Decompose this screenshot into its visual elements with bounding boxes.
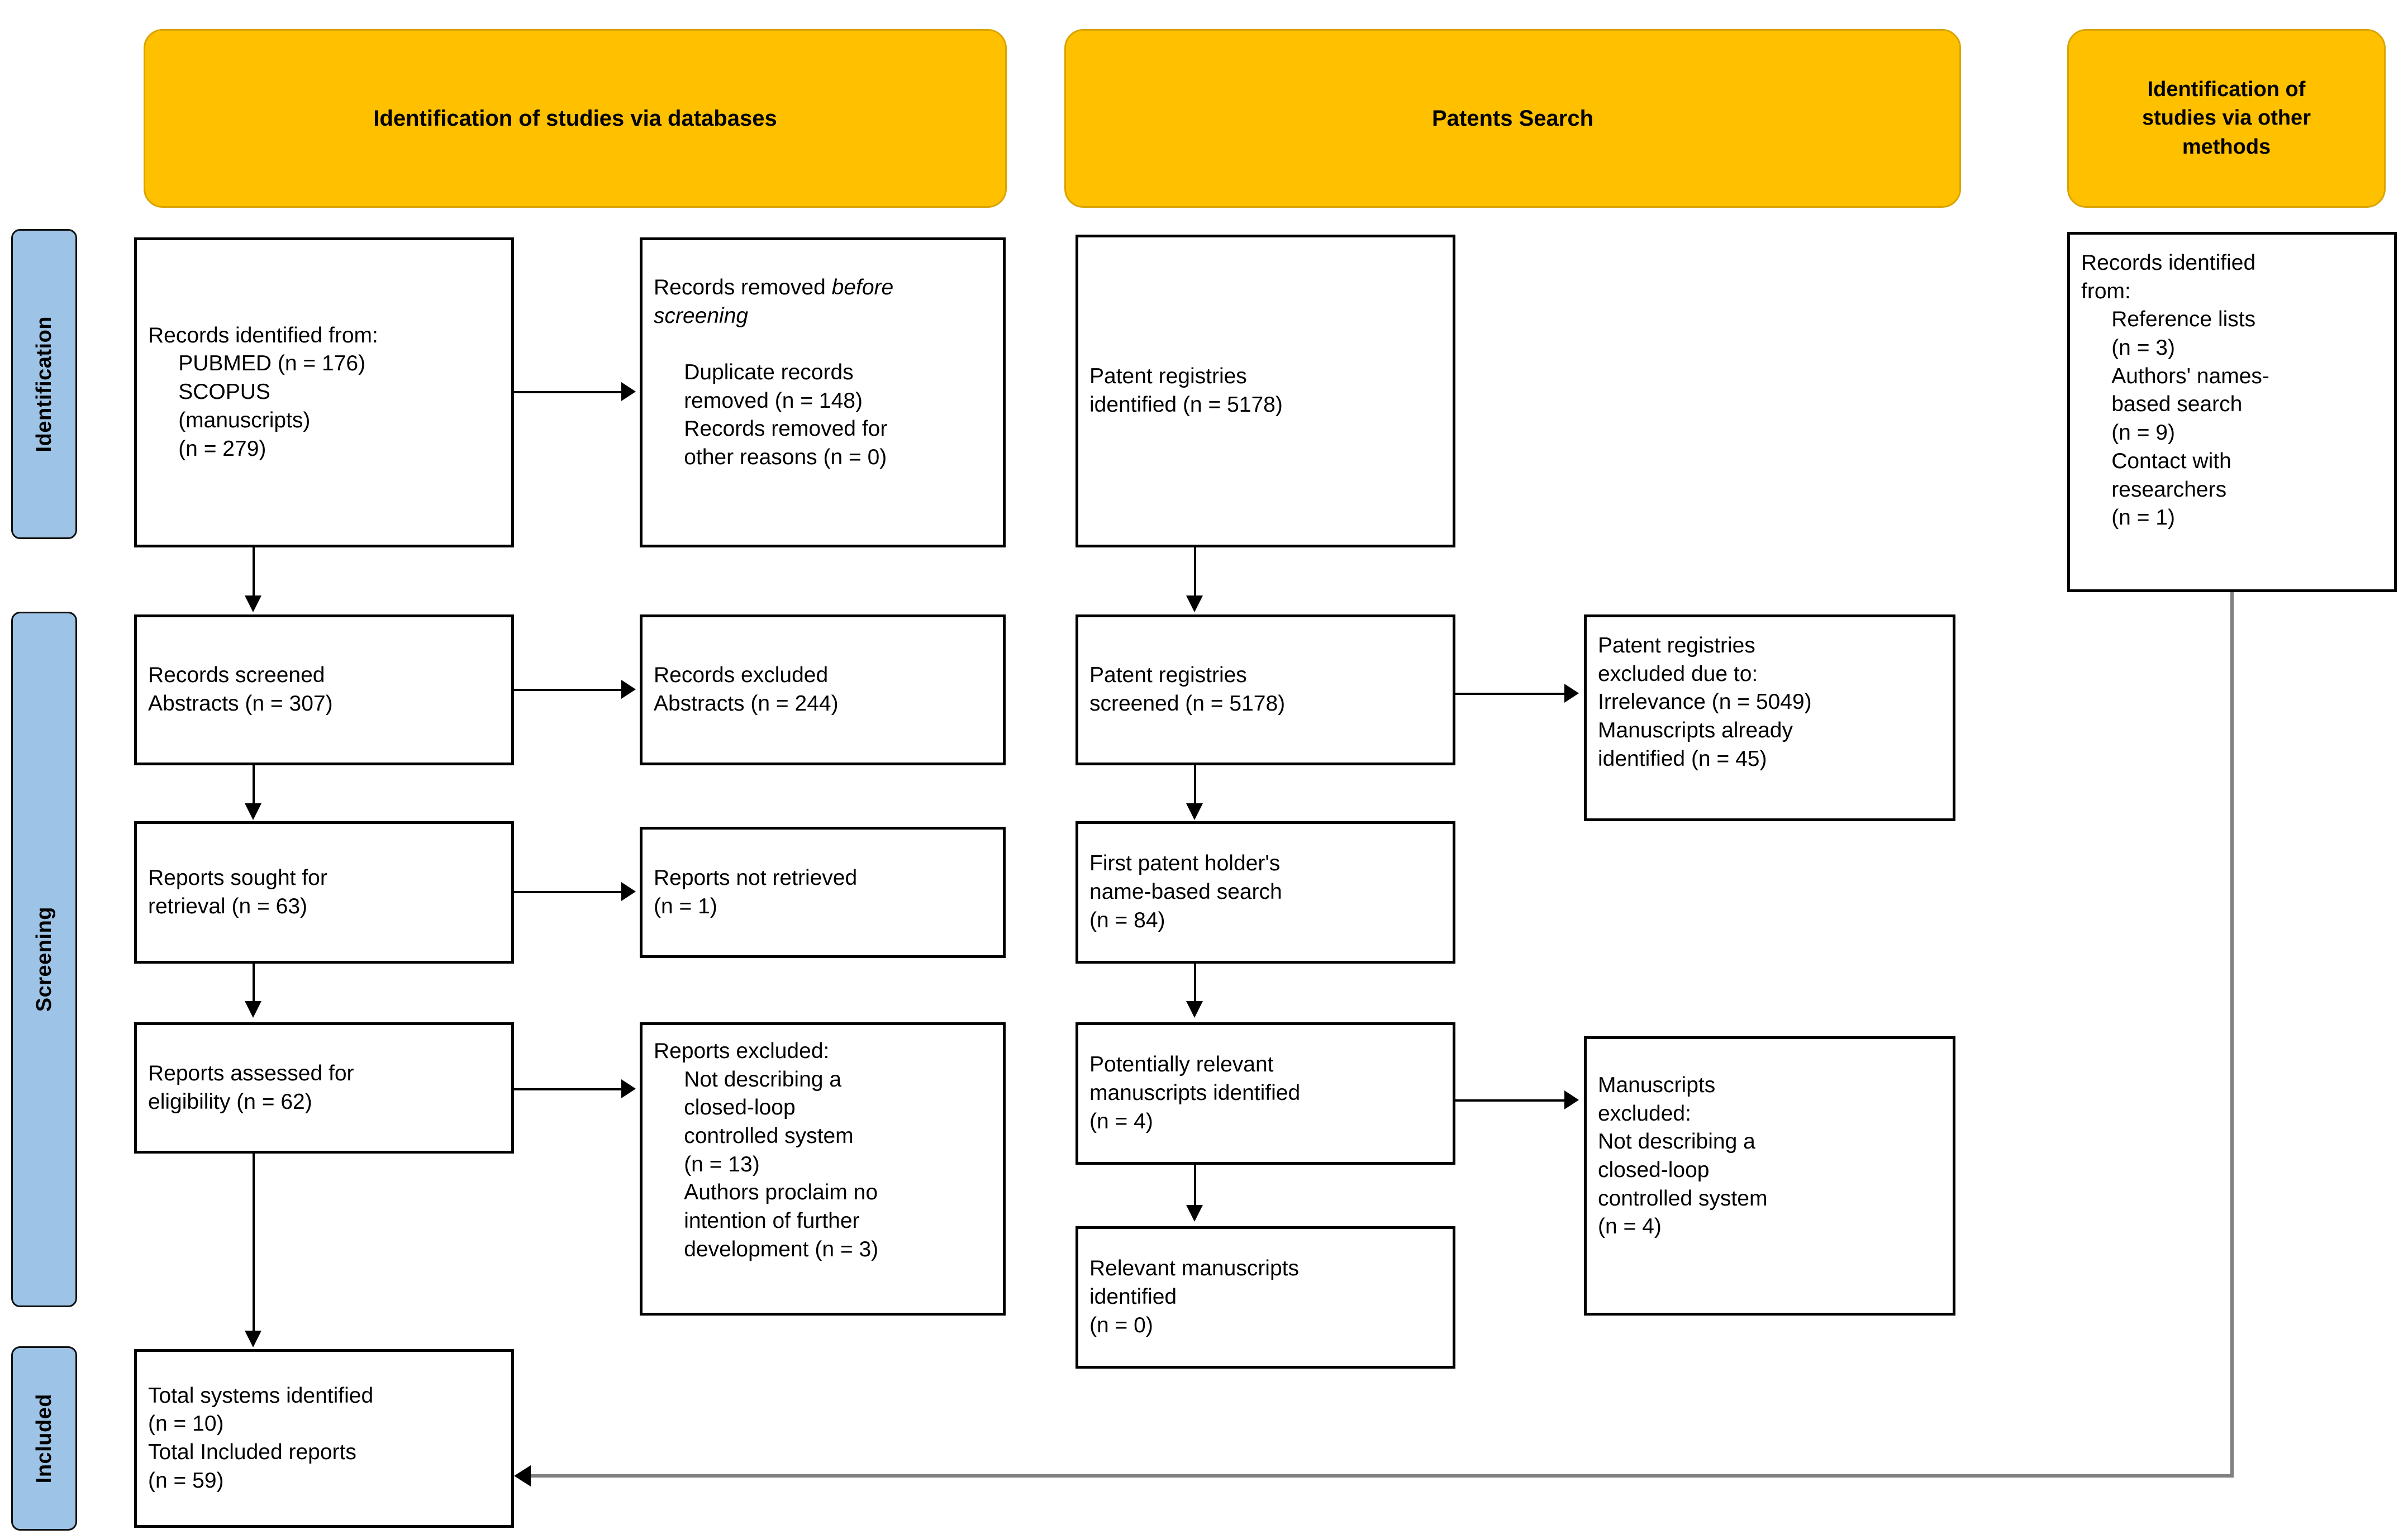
arrow-potentially-relevant-to-relevant (1186, 1205, 1203, 1222)
connector-potentially-relevant-to-relevant (1194, 1165, 1196, 1207)
box-relevant-manuscripts-text: Relevant manuscripts identified (n = 0) (1089, 1256, 1299, 1337)
arrow-assessed-to-total (245, 1331, 261, 1347)
arrow-identified-to-removed (621, 382, 636, 401)
arrow-other-methods-to-total (514, 1465, 531, 1486)
connector-other-methods-horizontal (531, 1474, 2234, 1478)
box-records-excluded: Records excluded Abstracts (n = 244) (640, 614, 1006, 765)
connector-potentially-relevant-to-excluded (1455, 1099, 1565, 1102)
stage-label-screening: Screening (11, 612, 77, 1307)
header-other-methods-label: Identification of studies via other meth… (2142, 78, 2311, 159)
box-records-excluded-text: Records excluded Abstracts (n = 244) (654, 663, 839, 716)
connector-screened-to-excluded (514, 689, 623, 691)
box-registries-identified-text: Patent registries identified (n = 5178) (1089, 364, 1283, 417)
box-registries-excluded: Patent registries excluded due to: Irrel… (1584, 614, 1955, 821)
records-removed-rest: Duplicate records removed (n = 148) Reco… (684, 360, 888, 470)
box-total-included-text: Total systems identified (n = 10) Total … (148, 1383, 374, 1493)
connector-first-holder-to-potentially-relevant (1194, 964, 1196, 1003)
box-reports-sought: Reports sought for retrieval (n = 63) (134, 821, 514, 964)
arrow-registries-screened-to-excluded (1564, 684, 1579, 703)
stage-label-identification: Identification (11, 229, 77, 539)
arrow-screened-to-excluded (621, 680, 636, 699)
box-total-included: Total systems identified (n = 10) Total … (134, 1349, 514, 1528)
connector-assessed-to-reports-excluded (514, 1088, 623, 1090)
connector-sought-to-not-retrieved (514, 891, 623, 893)
arrow-sought-to-not-retrieved (621, 882, 636, 901)
connector-sought-to-assessed (253, 964, 255, 1003)
box-registries-identified: Patent registries identified (n = 5178) (1075, 235, 1455, 547)
box-records-removed: Records removed before screening Duplicat… (640, 237, 1006, 547)
connector-registries-screened-to-excluded (1455, 693, 1565, 695)
arrow-registries-screened-to-first-holder (1186, 803, 1203, 820)
arrow-registries-identified-to-screened (1186, 595, 1203, 612)
box-reports-excluded-text: Reports excluded: Not describing a close… (654, 1039, 879, 1261)
box-records-screened-text: Records screened Abstracts (n = 307) (148, 663, 333, 716)
connector-registries-identified-to-screened (1194, 547, 1196, 598)
arrow-first-holder-to-potentially-relevant (1186, 1001, 1203, 1018)
arrow-screened-to-sought (245, 803, 261, 820)
header-databases-label: Identification of studies via databases (373, 106, 777, 131)
box-first-holder-search: First patent holder's name-based search … (1075, 821, 1455, 964)
box-reports-sought-text: Reports sought for retrieval (n = 63) (148, 865, 327, 918)
connector-other-methods-vertical (2230, 592, 2234, 1478)
arrow-potentially-relevant-to-excluded (1564, 1090, 1579, 1109)
box-reports-assessed: Reports assessed for eligibility (n = 62… (134, 1022, 514, 1154)
box-registries-screened: Patent registries screened (n = 5178) (1075, 614, 1455, 765)
box-records-screened: Records screened Abstracts (n = 307) (134, 614, 514, 765)
arrow-assessed-to-reports-excluded (621, 1079, 636, 1098)
connector-assessed-to-total (253, 1154, 255, 1332)
connector-identified-to-screened (253, 547, 255, 598)
stage-label-screening-text: Screening (32, 907, 56, 1012)
box-other-records-identified-text: Records identified from: Reference lists… (2081, 251, 2269, 530)
box-records-identified: Records identified from: PUBMED (n = 176… (134, 237, 514, 547)
records-removed-italic-before: before (831, 275, 894, 299)
records-removed-lead: Records removed (654, 275, 832, 299)
box-other-records-identified: Records identified from: Reference lists… (2067, 232, 2397, 592)
connector-registries-screened-to-first-holder (1194, 765, 1196, 806)
header-databases: Identification of studies via databases (144, 29, 1007, 208)
box-manuscripts-excluded-text: Manuscripts excluded: Not describing a c… (1598, 1073, 1768, 1239)
box-reports-not-retrieved-text: Reports not retrieved (n = 1) (654, 865, 858, 918)
box-manuscripts-excluded: Manuscripts excluded: Not describing a c… (1584, 1036, 1955, 1316)
box-registries-screened-text: Patent registries screened (n = 5178) (1089, 663, 1286, 716)
header-patents-search: Patents Search (1064, 29, 1961, 208)
box-first-holder-search-text: First patent holder's name-based search … (1089, 851, 1282, 932)
arrow-identified-to-screened (245, 595, 261, 612)
stage-label-included-text: Included (32, 1393, 56, 1484)
stage-label-included: Included (11, 1346, 77, 1531)
records-removed-italic-screening: screening (654, 303, 749, 328)
stage-label-identification-text: Identification (32, 316, 56, 452)
connector-identified-to-removed (514, 391, 623, 393)
box-reports-not-retrieved: Reports not retrieved (n = 1) (640, 827, 1006, 958)
header-patents-search-label: Patents Search (1431, 106, 1594, 131)
box-records-identified-text: Records identified from: PUBMED (n = 176… (148, 323, 378, 461)
header-other-methods: Identification of studies via other meth… (2067, 29, 2386, 208)
box-registries-excluded-text: Patent registries excluded due to: Irrel… (1598, 633, 1812, 771)
box-potentially-relevant-text: Potentially relevant manuscripts identif… (1089, 1052, 1301, 1133)
box-reports-excluded: Reports excluded: Not describing a close… (640, 1022, 1006, 1316)
connector-screened-to-sought (253, 765, 255, 806)
box-reports-assessed-text: Reports assessed for eligibility (n = 62… (148, 1061, 354, 1114)
box-records-removed-text: Records removed before screening Duplicat… (654, 274, 992, 472)
box-potentially-relevant: Potentially relevant manuscripts identif… (1075, 1022, 1455, 1165)
arrow-sought-to-assessed (245, 1001, 261, 1018)
box-relevant-manuscripts: Relevant manuscripts identified (n = 0) (1075, 1226, 1455, 1369)
